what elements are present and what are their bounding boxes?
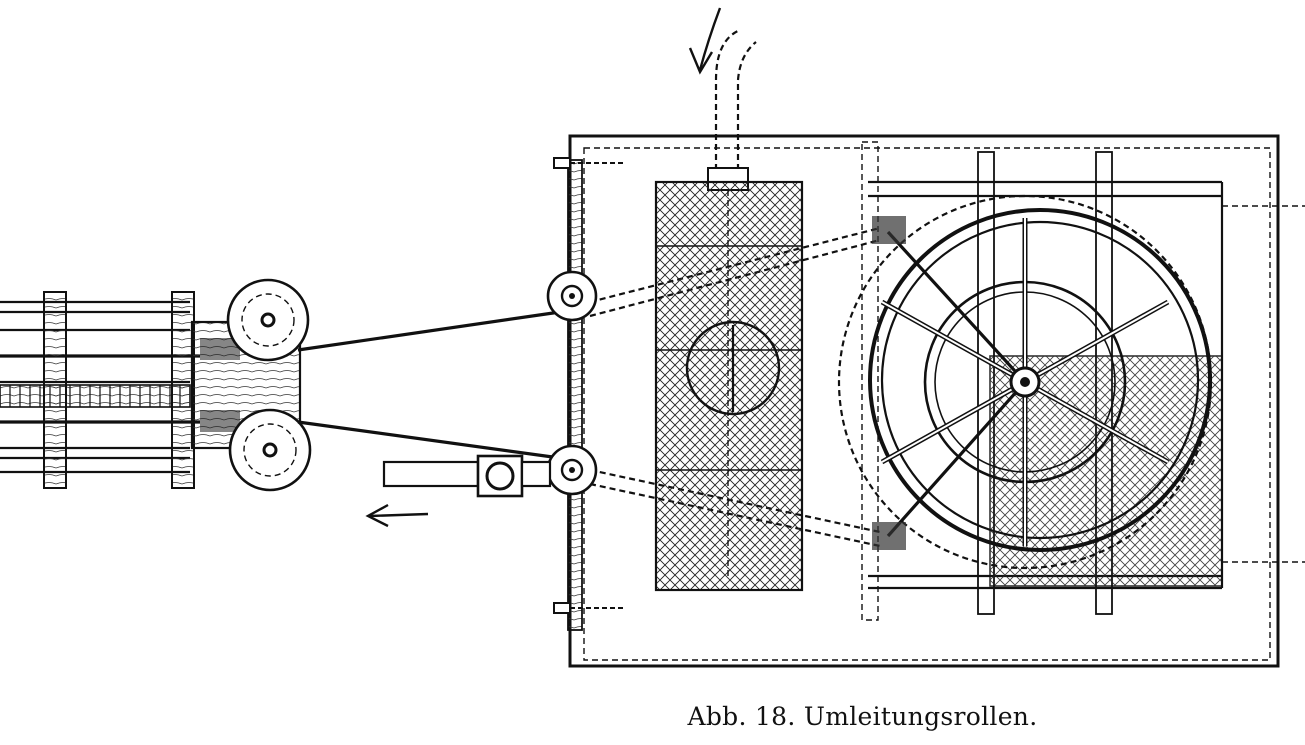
- upper-guide-pulley: [226, 278, 310, 362]
- upper-deflection-pulley: [546, 270, 598, 322]
- outflow-arrow-icon: [365, 503, 429, 528]
- figure-caption: Abb. 18. Umleitungsrollen.: [687, 702, 1038, 731]
- filter-screen-left: [654, 180, 804, 592]
- outlet-valve: [382, 454, 552, 498]
- large-drum-wheel: [837, 194, 1213, 570]
- technical-drawing: [0, 7, 1305, 668]
- lower-guide-pulley: [228, 408, 312, 492]
- cable-lines: [297, 226, 881, 548]
- lower-deflection-pulley: [546, 444, 598, 496]
- inflow-arrow-icon: [688, 7, 722, 75]
- inlet-pipe: [707, 28, 757, 191]
